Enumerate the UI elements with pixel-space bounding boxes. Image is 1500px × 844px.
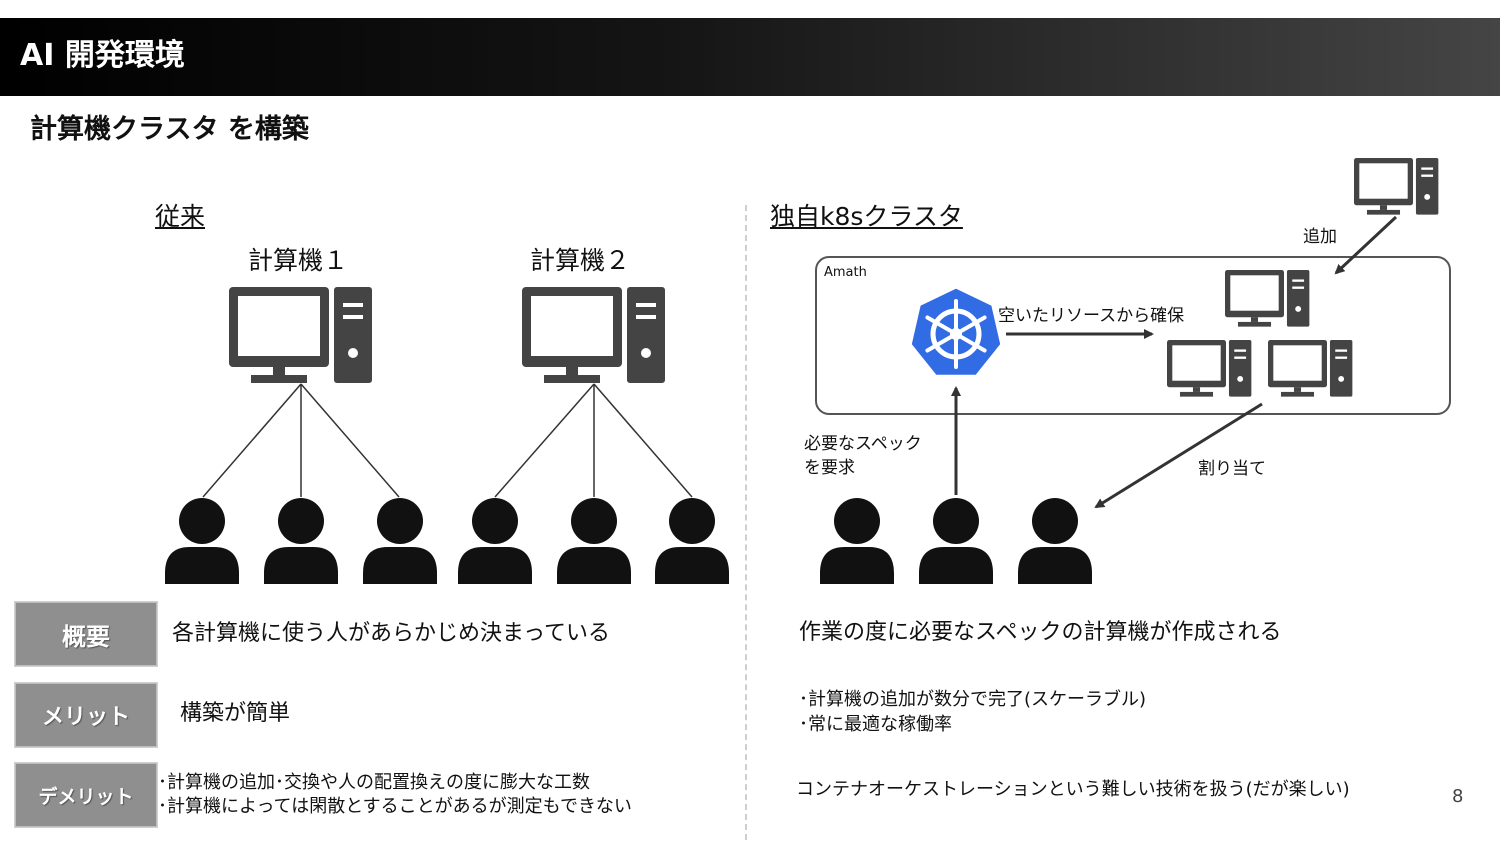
computer2-icon xyxy=(522,287,665,383)
user-icon xyxy=(165,498,239,584)
demerit-badge: デメリット xyxy=(14,762,158,828)
assign-label: 割り当て xyxy=(1198,459,1266,479)
user-icon xyxy=(655,498,729,584)
slide-title: AI 開発環境 xyxy=(20,38,185,73)
user-icon xyxy=(458,498,532,584)
added-computer-icon xyxy=(1354,158,1439,215)
k8s-merit-1: ･計算機の追加が数分で完了(スケーラブル) xyxy=(799,689,1147,710)
page-number: 8 xyxy=(1452,786,1464,807)
k8s-merit-2: ･常に最適な稼働率 xyxy=(799,714,952,735)
overview-badge: 概要 xyxy=(14,601,158,667)
user-icon xyxy=(363,498,437,584)
k8s-heading: 独自k8sクラスタ xyxy=(770,202,963,231)
computer2-label: 計算機２ xyxy=(530,246,631,275)
conventional-demerit-1: ･計算機の追加･交換や人の配置換えの度に膨大な工数 xyxy=(158,772,590,793)
cluster-name: Amath xyxy=(824,265,867,280)
request-label-line1: 必要なスペック xyxy=(804,434,922,454)
connection-lines xyxy=(202,383,693,498)
k8s-demerit: コンテナオーケストレーションという難しい技術を扱う(だが楽しい) xyxy=(796,779,1350,800)
add-label: 追加 xyxy=(1303,227,1337,247)
cluster-computer-icon xyxy=(1225,270,1310,327)
conventional-heading: 従来 xyxy=(155,202,206,231)
header-bar xyxy=(0,18,1500,96)
conventional-overview: 各計算機に使う人があらかじめ決まっている xyxy=(172,621,611,646)
k8s-overview: 作業の度に必要なスペックの計算機が作成される xyxy=(799,620,1282,645)
kubernetes-logo xyxy=(908,285,1004,378)
add-arrow xyxy=(1334,215,1398,275)
cluster-computer-icon xyxy=(1268,340,1353,397)
merit-badge: メリット xyxy=(14,682,158,748)
user-icon xyxy=(820,498,894,584)
conventional-merit: 構築が簡単 xyxy=(180,701,291,726)
computer1-icon xyxy=(229,287,372,383)
user-icon xyxy=(919,498,993,584)
slide-subtitle: 計算機クラスタ を構築 xyxy=(30,114,309,145)
assign-arrow xyxy=(1094,402,1263,509)
computer1-label: 計算機１ xyxy=(248,246,349,275)
user-icon xyxy=(557,498,631,584)
cluster-box xyxy=(815,256,1451,415)
cluster-computer-icon xyxy=(1167,340,1252,397)
section-divider xyxy=(745,205,747,840)
allocate-label: 空いたリソースから確保 xyxy=(998,306,1185,326)
conventional-demerit-2: ･計算機によっては閑散とすることがあるが測定もできない xyxy=(158,796,632,817)
user-icon xyxy=(264,498,338,584)
user-icon xyxy=(1018,498,1092,584)
request-label-line2: を要求 xyxy=(804,458,855,478)
